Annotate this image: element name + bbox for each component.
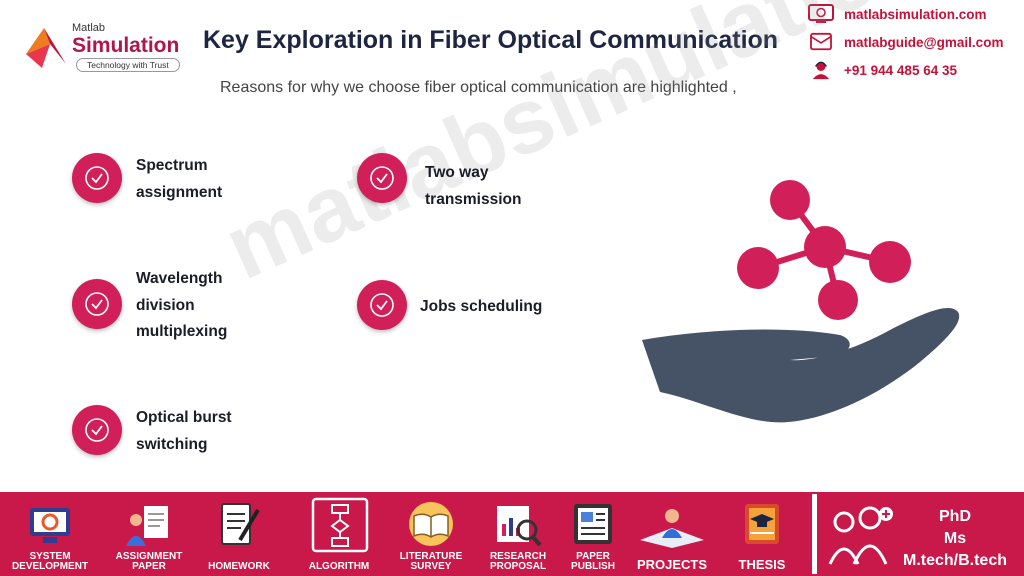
- list-item-spectrum-assignment: Spectrum assignment: [72, 153, 322, 213]
- check-badge: [72, 279, 122, 329]
- brand-mark-icon: [26, 28, 66, 68]
- contact-phone[interactable]: +91 944 485 64 35: [806, 60, 1016, 82]
- brand-name: Simulation: [72, 34, 180, 57]
- degree-ms: Ms: [943, 530, 967, 547]
- page-title: Key Exploration in Fiber Optical Communi…: [203, 26, 779, 54]
- check-circle-icon: [370, 293, 394, 317]
- footer-item-literature-survey[interactable]: LITERATURE SURVEY: [386, 492, 476, 576]
- item-label-line: Jobs scheduling: [420, 298, 543, 315]
- item-label-line: Spectrum: [136, 157, 208, 174]
- degree-phd: PhD: [939, 508, 971, 525]
- notebook-pen-icon: [221, 503, 260, 545]
- footer-item-label: RESEARCH PROPOSAL: [489, 551, 547, 572]
- footer-item-paper-publish[interactable]: PAPER PUBLISH: [562, 492, 624, 576]
- footer-item-label: HOMEWORK: [208, 561, 270, 572]
- network-icon: [737, 180, 911, 320]
- contact-website-text: matlabsimulation.com: [844, 7, 987, 22]
- item-label-line: transmission: [425, 190, 522, 208]
- footer-item-label: PAPER PUBLISH: [571, 551, 615, 572]
- footer-item-system-development[interactable]: SYSTEM DEVELOPMENT: [4, 492, 96, 576]
- footer-divider: [812, 494, 817, 574]
- check-circle-icon: [85, 292, 109, 316]
- check-badge: [72, 153, 122, 203]
- flowchart-icon: [311, 497, 369, 553]
- check-circle-icon: [85, 418, 109, 442]
- check-badge: [357, 280, 407, 330]
- brand-small-text: Matlab: [72, 22, 106, 34]
- item-label-line: Two way: [425, 164, 489, 181]
- degree-mtech-btech: M.tech/B.tech: [902, 552, 1007, 569]
- footer-item-projects[interactable]: PROJECTS: [626, 492, 718, 576]
- person-paper-icon: [126, 506, 168, 546]
- item-label-line: division: [136, 296, 195, 314]
- footer-item-label: ASSIGNMENT PAPER: [115, 551, 183, 572]
- monitor-gear-icon: [30, 508, 70, 543]
- brand-tagline: Technology with Trust: [76, 58, 180, 72]
- item-label-line: Optical burst: [136, 409, 232, 426]
- footer-item-label: THESIS: [738, 557, 786, 572]
- check-circle-icon: [370, 166, 394, 190]
- footer-item-label: PROJECTS: [636, 557, 708, 572]
- item-label-line: switching: [136, 435, 208, 453]
- footer-item-label: LITERATURE SURVEY: [399, 551, 463, 572]
- list-item-wavelength-division-multiplexing: Wavelength division multiplexing: [72, 266, 322, 348]
- contact-email-text: matlabguide@gmail.com: [844, 35, 1004, 50]
- email-icon: [810, 32, 832, 51]
- graduates-icon: [828, 506, 893, 565]
- item-label-line: multiplexing: [136, 323, 228, 340]
- degree-list: PhD Ms M.tech/B.tech: [890, 506, 1020, 572]
- contact-email[interactable]: matlabguide@gmail.com: [806, 32, 1016, 54]
- page-subtitle: Reasons for why we choose fiber optical …: [220, 79, 737, 96]
- thesis-book-icon: [745, 504, 779, 544]
- open-book-icon: [409, 502, 453, 546]
- hand-icon: [642, 308, 960, 423]
- website-icon: [808, 4, 834, 23]
- footer-item-research-proposal[interactable]: RESEARCH PROPOSAL: [478, 492, 558, 576]
- check-badge: [72, 405, 122, 455]
- list-item-two-way-transmission: Two way transmission: [357, 153, 607, 213]
- item-label-line: assignment: [136, 183, 223, 201]
- newspaper-icon: [574, 504, 612, 544]
- list-item-jobs-scheduling: Jobs scheduling: [357, 280, 607, 330]
- magnifier-chart-icon: [497, 506, 542, 547]
- footer-item-homework[interactable]: HOMEWORK: [196, 492, 282, 576]
- check-badge: [357, 153, 407, 203]
- footer-item-thesis[interactable]: THESIS: [726, 492, 798, 576]
- contact-phone-text: +91 944 485 64 35: [844, 63, 957, 78]
- footer-item-label: ALGORITHM: [308, 561, 370, 572]
- check-circle-icon: [85, 166, 109, 190]
- footer-item-assignment-paper[interactable]: ASSIGNMENT PAPER: [103, 492, 195, 576]
- blueprint-icon: [640, 509, 704, 548]
- hand-network-illustration: [642, 180, 960, 423]
- support-agent-icon: [812, 61, 830, 80]
- contact-website[interactable]: matlabsimulation.com: [806, 4, 1016, 26]
- brand-logo[interactable]: Matlab Simulation Technology with Trust: [22, 18, 187, 74]
- footer-item-label: SYSTEM DEVELOPMENT: [11, 551, 89, 572]
- list-item-optical-burst-switching: Optical burst switching: [72, 405, 322, 465]
- footer-item-algorithm[interactable]: ALGORITHM: [296, 492, 382, 576]
- footer-bar: SYSTEM DEVELOPMENT ASSIGNMENT PAPER HOME…: [0, 492, 1024, 576]
- item-label-line: Wavelength: [136, 270, 223, 287]
